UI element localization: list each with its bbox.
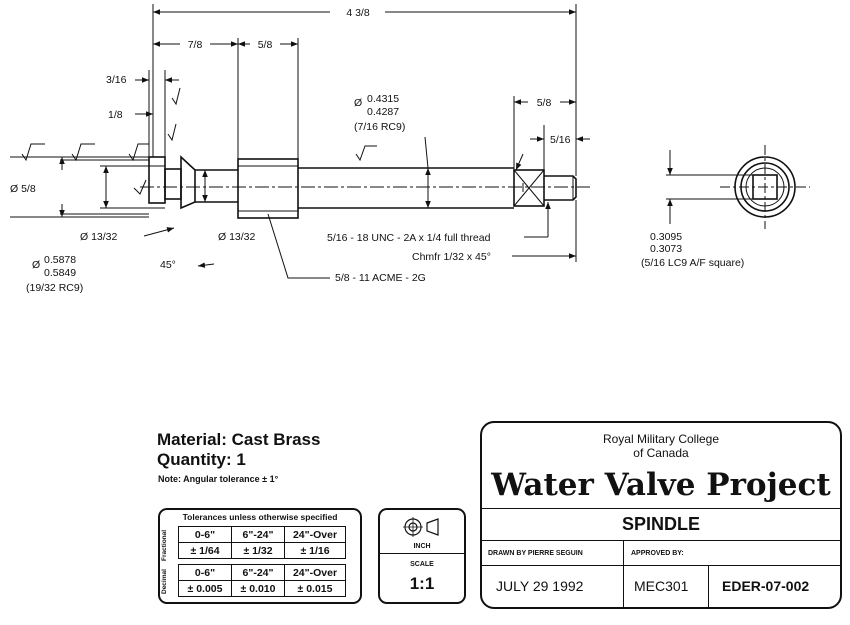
scale-box: INCH SCALE 1:1 (378, 508, 466, 604)
thread-note: 5/16 - 18 UNC - 2A x 1/4 full thread (327, 232, 491, 244)
decimal-tolerance-table: 0-6" 6"-24" 24"-Over ± 0.005 ± 0.010 ± 0… (178, 564, 346, 597)
surface-finish-marks (21, 87, 377, 195)
material-block: Material: Cast Brass Quantity: 1 (157, 430, 320, 470)
acme-thread-note: 5/8 - 11 ACME - 2G (335, 272, 426, 284)
drawn-by-label: DRAWN BY PIERRE SEGUIN (488, 550, 583, 557)
decimal-value-cell: ± 0.005 (178, 580, 232, 597)
decimal-header-cell: 0-6" (178, 564, 232, 581)
length-1-8-label: 1/8 (108, 109, 123, 121)
length-3-16-label: 3/16 (106, 74, 127, 86)
scale-value: 1:1 (409, 574, 435, 593)
square-3073-label: 0.3073 (650, 243, 682, 255)
part-name: SPINDLE (621, 514, 700, 534)
length-7-8-label: 7/8 (188, 39, 203, 51)
institution-line-2: of Canada (633, 446, 689, 460)
diameter-5878-label: 0.5878 (44, 254, 76, 266)
square-fit-label: (5/16 LC9 A/F square) (641, 257, 744, 269)
diameter-symbol-a: Ø (354, 97, 362, 109)
material-line: Material: Cast Brass (157, 430, 321, 449)
diameter-4287-label: 0.4287 (367, 106, 399, 118)
drawing-number: EDER-07-002 (722, 578, 810, 594)
square-3095-label: 0.3095 (650, 231, 682, 243)
angle-45-label: 45° (160, 259, 176, 271)
length-5-8-label: 5/8 (258, 39, 273, 51)
dimension-lines (59, 9, 590, 279)
decimal-value-cell: ± 0.010 (231, 580, 285, 597)
title-block: Royal Military College of Canada Water V… (480, 421, 842, 609)
length-5-8-right-label: 5/8 (537, 97, 552, 109)
diameter-5849-label: 0.5849 (44, 267, 76, 279)
approved-by-label: APPROVED BY: (631, 550, 684, 557)
units-label: INCH (413, 543, 431, 550)
fractional-value-cell: ± 1/32 (231, 542, 285, 559)
length-5-16-label: 5/16 (550, 134, 571, 146)
fractional-tolerance-table: 0-6" 6"-24" 24"-Over ± 1/64 ± 1/32 ± 1/1… (178, 526, 346, 559)
fractional-header-cell: 0-6" (178, 526, 232, 543)
course-code: MEC301 (634, 578, 689, 594)
institution-line-1: Royal Military College (602, 432, 720, 446)
dimension-labels: 4 3/8 7/8 5/8 3/16 1/8 Ø 0.4315 0.4287 (… (10, 7, 744, 294)
fractional-header-cell: 24"-Over (284, 526, 346, 543)
angular-tolerance-note: Note: Angular tolerance ± 1° (158, 474, 279, 484)
extension-lines (10, 4, 577, 262)
fractional-side-label: Fractional (161, 529, 168, 561)
chamfer-note: Chmfr 1/32 x 45° (412, 251, 491, 263)
scale-label: SCALE (410, 561, 434, 568)
fit-7-16-label: (7/16 RC9) (354, 121, 405, 133)
decimal-header-cell: 6"-24" (231, 564, 285, 581)
decimal-header-cell: 24"-Over (284, 564, 346, 581)
project-title: Water Valve Project (491, 467, 831, 503)
end-view (666, 145, 810, 229)
tolerance-box: Tolerances unless otherwise specified Fr… (158, 508, 362, 604)
quantity-line: Quantity: 1 (157, 450, 246, 469)
fractional-value-cell: ± 1/64 (178, 542, 232, 559)
drawing-date: JULY 29 1992 (496, 578, 584, 594)
diameter-13-32-b-label: Ø 13/32 (218, 231, 256, 243)
overall-length-label: 4 3/8 (346, 7, 370, 19)
diameter-13-32-a-label: Ø 13/32 (80, 231, 118, 243)
diameter-4315-label: 0.4315 (367, 93, 399, 105)
spindle-outline (140, 155, 590, 219)
diameter-5-8-label: Ø 5/8 (10, 183, 36, 195)
fit-19-32-label: (19/32 RC9) (26, 282, 83, 294)
diameter-symbol-b: Ø (32, 259, 40, 271)
tolerance-title: Tolerances unless otherwise specified (182, 512, 338, 522)
fractional-value-cell: ± 1/16 (284, 542, 346, 559)
decimal-value-cell: ± 0.015 (284, 580, 346, 597)
fractional-header-cell: 6"-24" (231, 526, 285, 543)
decimal-side-label: Decimal (161, 569, 168, 595)
projection-symbol-icon (403, 517, 439, 537)
institution-name: Royal Military College of Canada (482, 432, 840, 460)
